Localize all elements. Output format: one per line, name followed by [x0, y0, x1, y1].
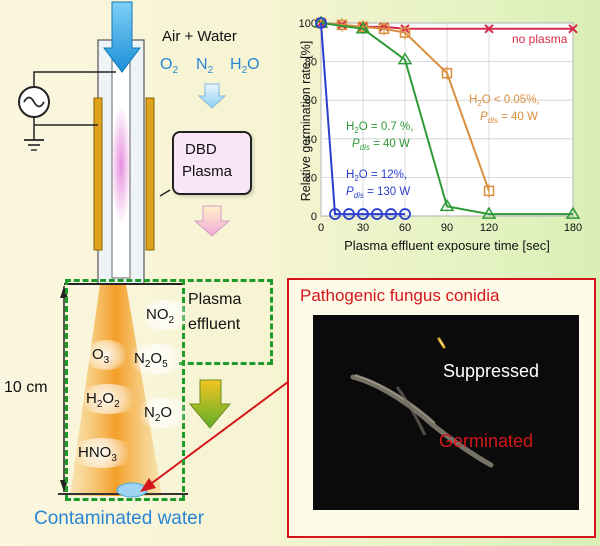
dbd-plasma-box: DBD Plasma: [172, 131, 252, 195]
x-tick-label: 180: [564, 222, 582, 234]
germinated-label: Germinated: [439, 431, 533, 452]
gas-flow-arrow: [199, 84, 225, 108]
plasma-label-line1: DBD: [185, 141, 217, 158]
gas-o2: O2: [160, 56, 178, 76]
plasma-glow: [111, 105, 131, 225]
inlet-label: Air + Water: [162, 28, 237, 45]
x-tick-labels: 0 30 60 90 120 180: [318, 222, 582, 234]
species-hno3: HNO3: [78, 444, 117, 464]
species-no2: NO2: [146, 306, 174, 326]
x-tick-label: 120: [480, 222, 498, 234]
distance-label: 10 cm: [4, 379, 48, 397]
species-o3: O3: [92, 346, 109, 366]
micrograph-photo: Suppressed Germinated: [313, 315, 579, 510]
species-h2o2: H2O2: [86, 390, 120, 410]
suppressed-label: Suppressed: [443, 361, 539, 382]
right-electrode: [146, 98, 154, 250]
species-n2o5: N2O5: [134, 350, 168, 370]
gas-h2o: H2O: [230, 56, 260, 76]
x-tick-label: 0: [318, 222, 324, 234]
plasma-pointer: [160, 190, 170, 196]
conidia-drawing: [313, 315, 579, 510]
x-axis-label: Plasma effluent exposure time [sec]: [344, 238, 550, 253]
contaminated-water-label: Contaminated water: [34, 508, 204, 530]
effluent-flow-arrow: [190, 380, 230, 428]
x-tick-label: 90: [441, 222, 453, 234]
x-tick-label: 60: [399, 222, 411, 234]
label-no-plasma: no plasma: [512, 32, 568, 46]
plasma-flow-arrow: [195, 206, 229, 236]
y-tick-label: 0: [311, 211, 317, 223]
species-n2o: N2O: [144, 404, 172, 424]
y-tick-label: 100: [299, 18, 317, 30]
gas-n2: N2: [196, 56, 213, 76]
x-tick-label: 30: [357, 222, 369, 234]
left-electrode: [94, 98, 102, 250]
y-axis-label: Relative germination rate [%]: [299, 41, 313, 202]
plasma-label-line2: Plasma: [182, 163, 232, 180]
effluent-label-line1: Plasma: [188, 291, 241, 309]
fungus-title: Pathogenic fungus conidia: [300, 286, 499, 306]
effluent-label-line2: effluent: [188, 316, 240, 334]
